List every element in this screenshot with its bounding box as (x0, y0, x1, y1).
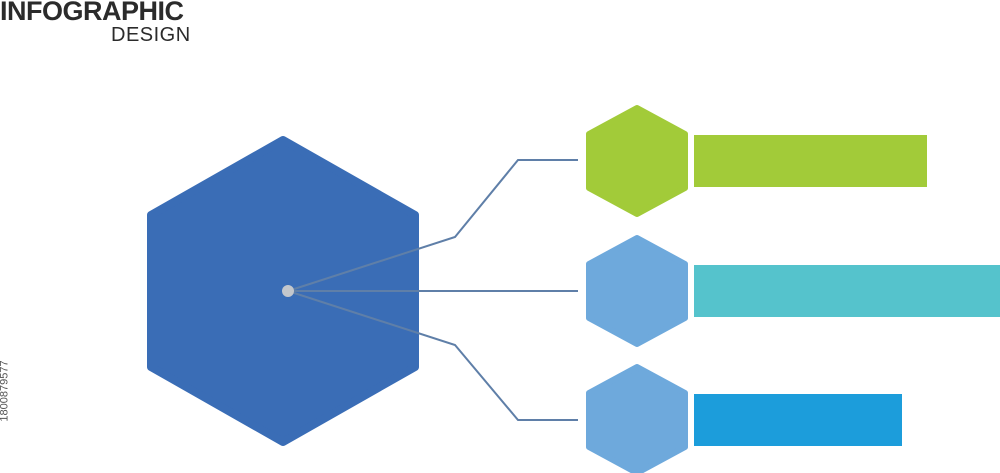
item-1-hexagon (586, 105, 688, 217)
connector-3 (287, 290, 578, 421)
connectors (287, 159, 578, 421)
item-3-hexagon (586, 364, 688, 473)
item-2-hexagon (586, 235, 688, 347)
hub-dot (282, 285, 294, 297)
page-subtitle: DESIGN (111, 24, 191, 46)
page-title: INFOGRAPHIC (0, 0, 184, 26)
item-1-bar (694, 135, 927, 187)
connector-1 (287, 159, 578, 292)
item-3-bar (694, 394, 902, 446)
item-2-bar (694, 265, 1000, 317)
